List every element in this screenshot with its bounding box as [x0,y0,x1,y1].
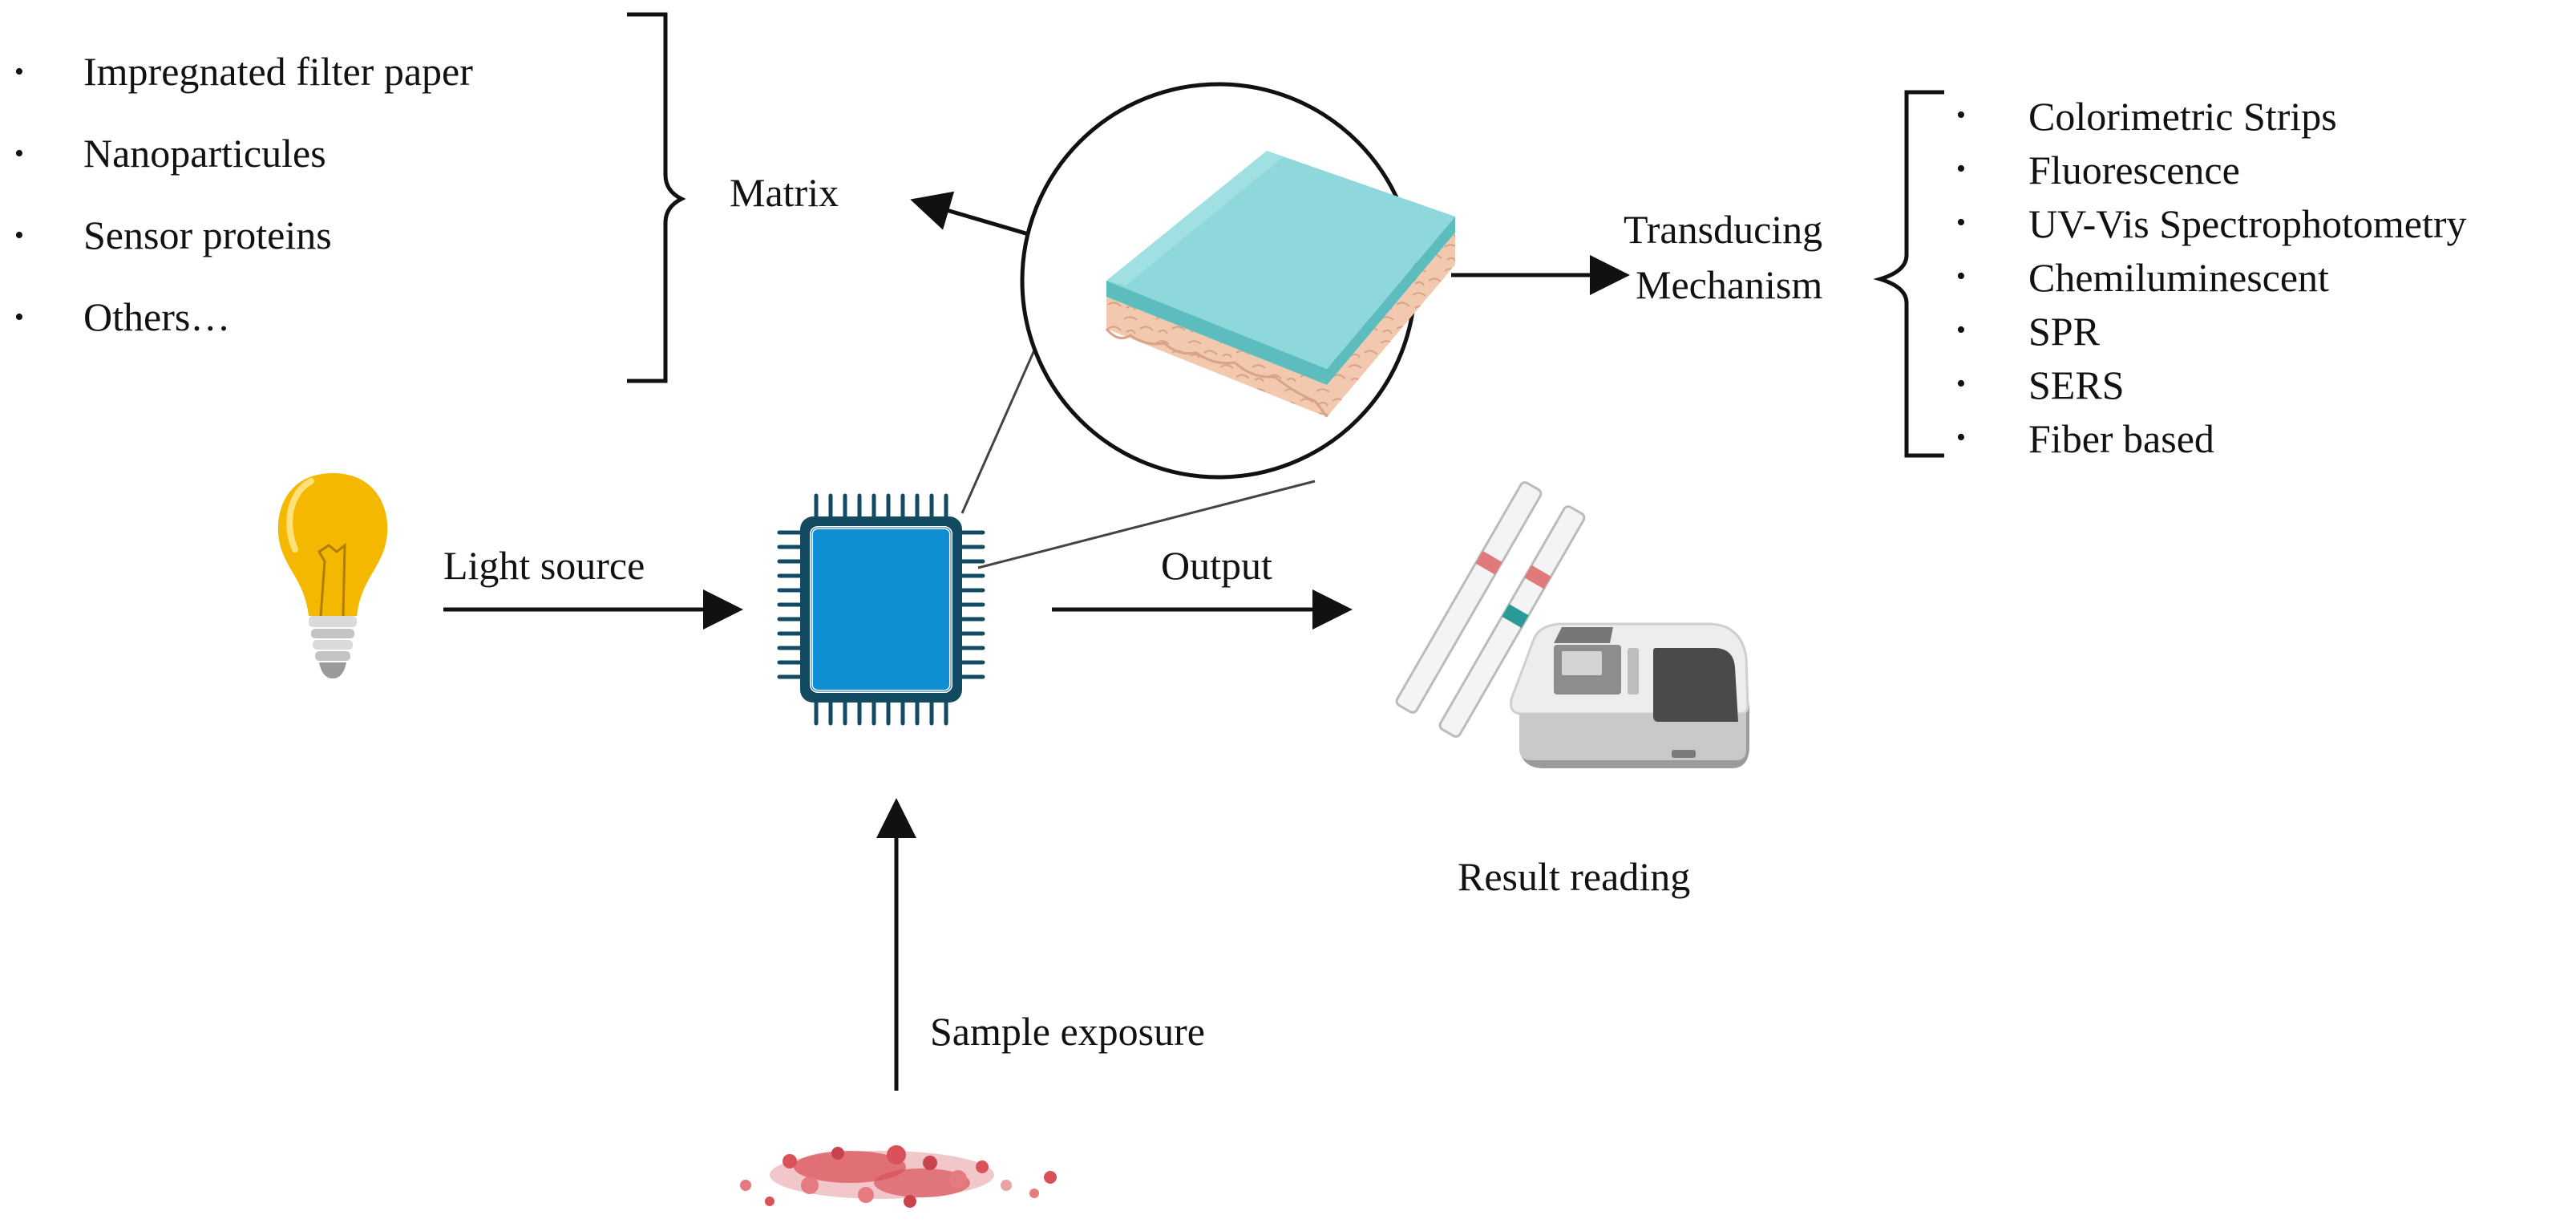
bullet: • [1956,208,1966,237]
light-source-label: Light source [443,543,645,588]
matrix-label: Matrix [730,170,839,215]
matrix-item-label: Others… [83,294,230,339]
transducing-item-label: UV-Vis Spectrophotometry [2028,201,2466,246]
transducing-item-label: SPR [2028,309,2101,354]
sensor-chip-icon [777,493,985,726]
transducing-brace [1873,90,1944,458]
matrix-brace [627,12,686,383]
transducing-label-line2: Mechanism [1636,262,1822,307]
bullet: • [1956,423,1966,452]
bullet: • [1956,100,1966,130]
matrix-list-item: • Nanoparticules [14,131,326,176]
transducing-item-label: Fluorescence [2028,148,2240,192]
transducing-list-item: • SERS [1956,362,2125,407]
test-strips-icon [1395,481,1586,738]
matrix-layer-icon [1105,151,1455,418]
transducing-list-item: • Colorimetric Strips [1956,94,2337,139]
bullet: • [14,302,24,332]
matrix-list-item: • Others… [14,294,230,339]
bullet: • [1956,369,1966,399]
transducing-item-label: Chemiluminescent [2028,255,2329,300]
matrix-item-label: Nanoparticules [83,131,326,176]
matrix-item-label: Impregnated filter paper [83,49,473,94]
transducing-list-item: • Fiber based [1956,416,2214,461]
transducing-item-label: Fiber based [2028,416,2214,461]
bullet: • [14,57,24,87]
light-bulb-icon [277,473,388,678]
matrix-item-label: Sensor proteins [83,213,332,257]
result-reading-label: Result reading [1458,854,1690,899]
spectrophotometer-icon [1510,622,1749,768]
transducing-list-item: • Chemiluminescent [1956,255,2329,300]
matrix-list-item: • Impregnated filter paper [14,49,473,94]
transducing-list-item: • SPR [1956,309,2101,354]
output-label: Output [1161,543,1272,588]
bullet: • [1956,154,1966,184]
bullet: • [1956,315,1966,345]
transducing-list-item: • Fluorescence [1956,148,2240,192]
transducing-list: • Colorimetric Strips • Fluorescence • U… [1956,94,2466,461]
matrix-list: • Impregnated filter paper • Nanoparticu… [14,49,473,339]
magnifier [960,82,1455,569]
transducing-item-label: SERS [2028,362,2125,407]
transducing-item-label: Colorimetric Strips [2028,94,2337,139]
transducing-list-item: • UV-Vis Spectrophotometry [1956,201,2466,246]
matrix-list-item: • Sensor proteins [14,213,332,257]
bullet: • [14,221,24,250]
bullet: • [14,139,24,168]
sample-spill-icon [740,1145,1057,1208]
bullet: • [1956,261,1966,291]
sample-exposure-label: Sample exposure [930,1009,1205,1054]
transducing-label-line1: Transducing [1624,207,1822,252]
